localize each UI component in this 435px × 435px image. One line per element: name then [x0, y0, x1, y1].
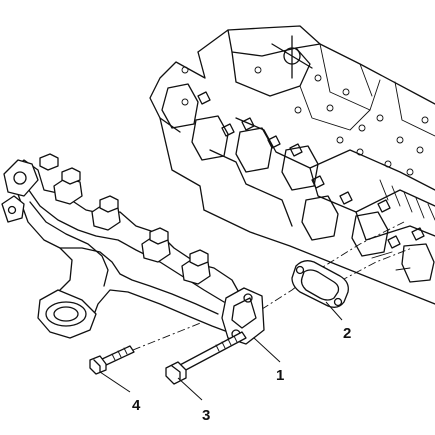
leader-line-1 — [253, 337, 281, 363]
callout-label-2: 2 — [343, 325, 351, 342]
manifold-gasket — [291, 260, 349, 308]
callout-label-4: 4 — [132, 397, 141, 414]
cylinder-head — [149, 25, 435, 305]
manifold-stud-bolt — [89, 345, 135, 375]
exhaust-manifold — [1, 153, 265, 345]
callout-label-3: 3 — [202, 407, 210, 424]
callout-1: 1 — [253, 337, 284, 384]
callout-4: 4 — [99, 371, 141, 414]
leader-line-4 — [99, 371, 131, 393]
leader-line-2 — [325, 301, 343, 321]
callout-label-1: 1 — [276, 367, 284, 384]
callout-3: 3 — [177, 377, 210, 424]
callout-2: 2 — [325, 301, 351, 342]
leader-line-3 — [177, 377, 203, 401]
manifold-bolt — [165, 331, 247, 385]
